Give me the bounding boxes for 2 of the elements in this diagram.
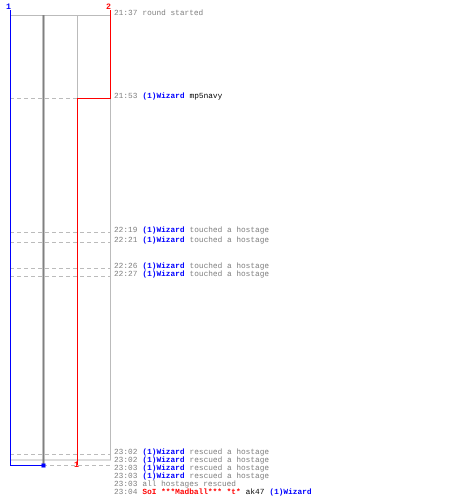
player-number: 1 — [6, 3, 11, 12]
player-number: 2 — [106, 3, 111, 12]
